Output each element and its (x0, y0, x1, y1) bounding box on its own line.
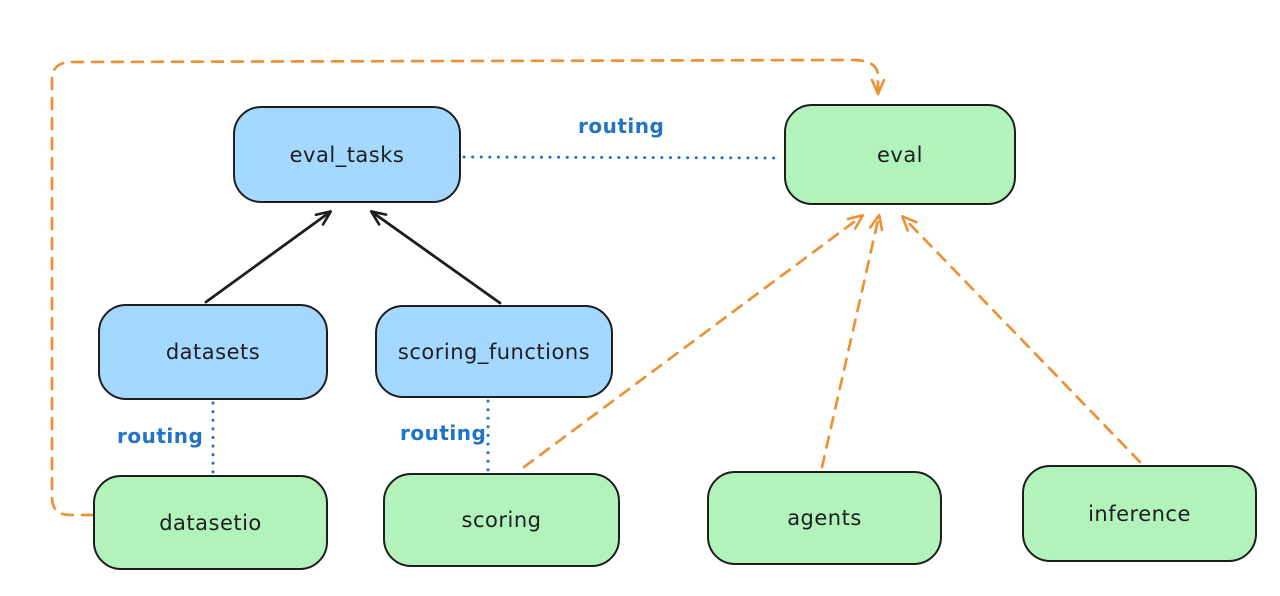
edge-datasets-to-eval-tasks (204, 210, 333, 304)
node-eval-label: eval (876, 142, 924, 167)
node-eval-tasks: eval_tasks (233, 106, 461, 203)
node-eval: eval (784, 104, 1016, 205)
node-eval-tasks-label: eval_tasks (289, 142, 405, 167)
node-scoring-label: scoring (461, 508, 542, 532)
edge-scoring-to-eval (522, 214, 865, 469)
node-datasetio: datasetio (93, 475, 328, 570)
node-inference-label: inference (1088, 501, 1191, 526)
edge-scoring-functions-to-eval-tasks (369, 210, 502, 305)
edge-agents-to-eval (820, 213, 884, 469)
edge-eval-tasks-to-eval-routing (462, 155, 784, 160)
edge-inference-to-eval (901, 214, 1142, 464)
edge-label-routing-eval-tasks-eval: routing (578, 114, 665, 138)
node-scoring-functions-label: scoring_functions (397, 339, 591, 364)
node-agents: agents (707, 471, 942, 565)
edge-datasetio-to-eval (50, 58, 886, 517)
node-inference: inference (1022, 465, 1257, 562)
node-scoring: scoring (383, 473, 620, 567)
node-datasets: datasets (98, 304, 328, 400)
edge-label-routing-scoring-functions-scoring: routing (400, 421, 487, 445)
node-scoring-functions: scoring_functions (375, 305, 613, 398)
node-datasets-label: datasets (165, 340, 261, 364)
node-datasetio-label: datasetio (159, 510, 262, 535)
edge-label-routing-datasets-datasetio: routing (117, 424, 204, 448)
node-agents-label: agents (787, 506, 862, 530)
